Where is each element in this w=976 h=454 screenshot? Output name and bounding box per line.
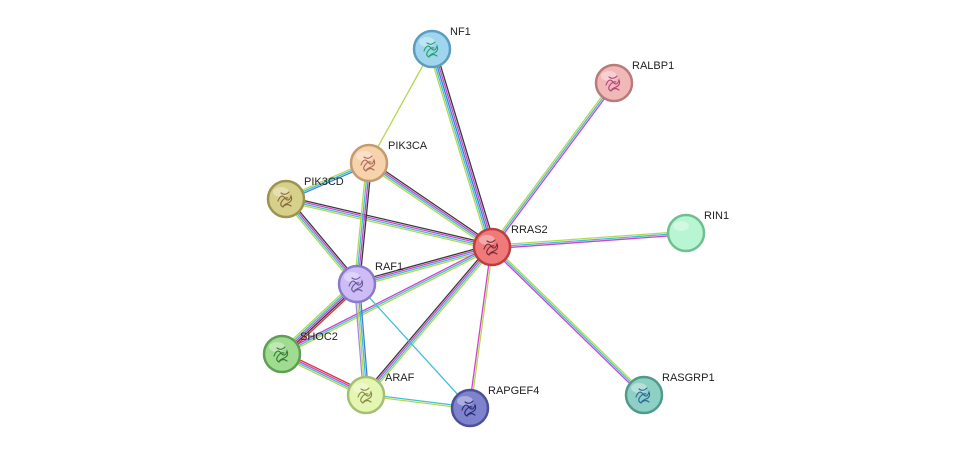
edge-pik3cd-rras2[interactable]: [285, 195, 493, 251]
node-label: NF1: [450, 26, 471, 38]
edge-evidence-line: [369, 161, 493, 247]
edge-evidence-line: [358, 163, 373, 285]
node-rras2[interactable]: RRAS2: [472, 224, 548, 267]
protein-structure-icon: [360, 155, 376, 172]
edge-evidence-line: [491, 232, 687, 248]
node-label: PIK3CD: [304, 176, 344, 188]
edge-evidence-line: [282, 247, 494, 357]
edge-shoc2-rras2[interactable]: [280, 244, 494, 357]
edge-evidence-line: [433, 48, 495, 247]
edge-pik3ca-raf1[interactable]: [353, 162, 373, 285]
edge-evidence-line: [491, 246, 645, 396]
edge-evidence-line: [281, 246, 493, 355]
edge-rin1-rras2[interactable]: [491, 230, 687, 250]
edge-evidence-line: [492, 245, 646, 395]
node-highlight: [479, 235, 495, 245]
edge-evidence-line: [370, 160, 494, 246]
node-label: PIK3CA: [388, 140, 428, 152]
edge-evidence-line: [356, 245, 492, 284]
node-highlight: [457, 396, 473, 406]
edge-evidence-line: [491, 230, 686, 246]
node-label: RASGRP1: [662, 372, 715, 384]
edge-evidence-line: [429, 49, 491, 248]
edge-araf-rras2[interactable]: [363, 244, 495, 398]
node-highlight: [631, 383, 647, 393]
edge-raf1-rapgef4[interactable]: [356, 283, 471, 409]
protein-structure-icon: [357, 387, 373, 404]
node-araf[interactable]: ARAF: [346, 372, 415, 415]
node-label: RALBP1: [632, 60, 674, 72]
node-highlight: [356, 151, 372, 161]
node-ralbp1[interactable]: RALBP1: [594, 60, 674, 103]
edge-rasgrp1-rras2[interactable]: [490, 245, 646, 397]
edge-ralbp1-rras2[interactable]: [490, 81, 616, 249]
edge-evidence-line: [431, 48, 493, 248]
node-label: ARAF: [385, 372, 415, 384]
protein-structure-icon: [273, 346, 289, 363]
protein-structure-icon: [423, 41, 439, 58]
node-shoc2[interactable]: SHOC2: [262, 331, 338, 374]
edge-evidence-line: [368, 163, 492, 249]
edge-evidence-line: [356, 283, 471, 409]
edge-evidence-line: [492, 83, 616, 249]
node-circle: [666, 213, 706, 253]
edge-nf1-pik3ca[interactable]: [368, 48, 433, 164]
protein-structure-icon: [635, 387, 651, 404]
node-label: RRAS2: [511, 224, 548, 236]
edge-rapgef4-rras2[interactable]: [468, 246, 494, 409]
edge-nf1-rras2[interactable]: [428, 47, 496, 249]
protein-structure-icon: [605, 75, 621, 92]
node-rin1[interactable]: RIN1: [666, 210, 729, 253]
edge-evidence-line: [470, 247, 494, 409]
edge-evidence-line: [364, 246, 492, 395]
edge-evidence-line: [286, 197, 493, 247]
edge-evidence-line: [363, 244, 491, 394]
node-pik3ca[interactable]: PIK3CA: [349, 140, 428, 183]
node-pik3cd[interactable]: PIK3CD: [266, 176, 344, 219]
node-label: RIN1: [704, 210, 729, 222]
edge-evidence-line: [366, 247, 494, 396]
edge-pik3ca-rras2[interactable]: [367, 160, 494, 250]
edge-evidence-line: [434, 47, 496, 247]
node-raf1[interactable]: RAF1: [337, 261, 403, 304]
node-label: RAPGEF4: [488, 385, 539, 397]
edge-evidence-line: [490, 247, 644, 397]
node-highlight: [273, 187, 289, 197]
protein-structure-icon: [277, 191, 293, 208]
edge-evidence-line: [491, 82, 615, 248]
node-highlight: [673, 221, 689, 231]
edge-evidence-line: [285, 199, 492, 249]
node-highlight: [344, 272, 360, 282]
protein-structure-icon: [348, 276, 364, 293]
protein-structure-icon: [483, 239, 499, 256]
edge-evidence-line: [285, 200, 492, 251]
edge-evidence-line: [367, 164, 491, 250]
protein-structure-icon: [461, 400, 477, 417]
edge-evidence-line: [280, 244, 492, 354]
edge-evidence-line: [468, 246, 492, 408]
node-highlight: [269, 342, 285, 352]
edges-layer: [279, 47, 687, 410]
edge-evidence-line: [492, 234, 687, 250]
edge-evidence-line: [286, 195, 493, 246]
edge-evidence-line: [355, 162, 369, 284]
node-rasgrp1[interactable]: RASGRP1: [624, 372, 715, 415]
node-highlight: [419, 37, 435, 47]
edge-evidence-line: [368, 48, 433, 164]
node-highlight: [601, 71, 617, 81]
node-label: SHOC2: [300, 331, 338, 343]
node-nf1[interactable]: NF1: [412, 26, 471, 69]
edge-evidence-line: [353, 162, 368, 284]
node-label: RAF1: [375, 261, 403, 273]
edge-evidence-line: [428, 49, 490, 249]
node-rapgef4[interactable]: RAPGEF4: [450, 385, 539, 428]
edge-evidence-line: [357, 247, 493, 286]
edge-evidence-line: [490, 81, 614, 247]
node-highlight: [353, 383, 369, 393]
edge-evidence-line: [357, 163, 371, 285]
edge-evidence-line: [356, 243, 492, 283]
edge-evidence-line: [367, 248, 495, 398]
